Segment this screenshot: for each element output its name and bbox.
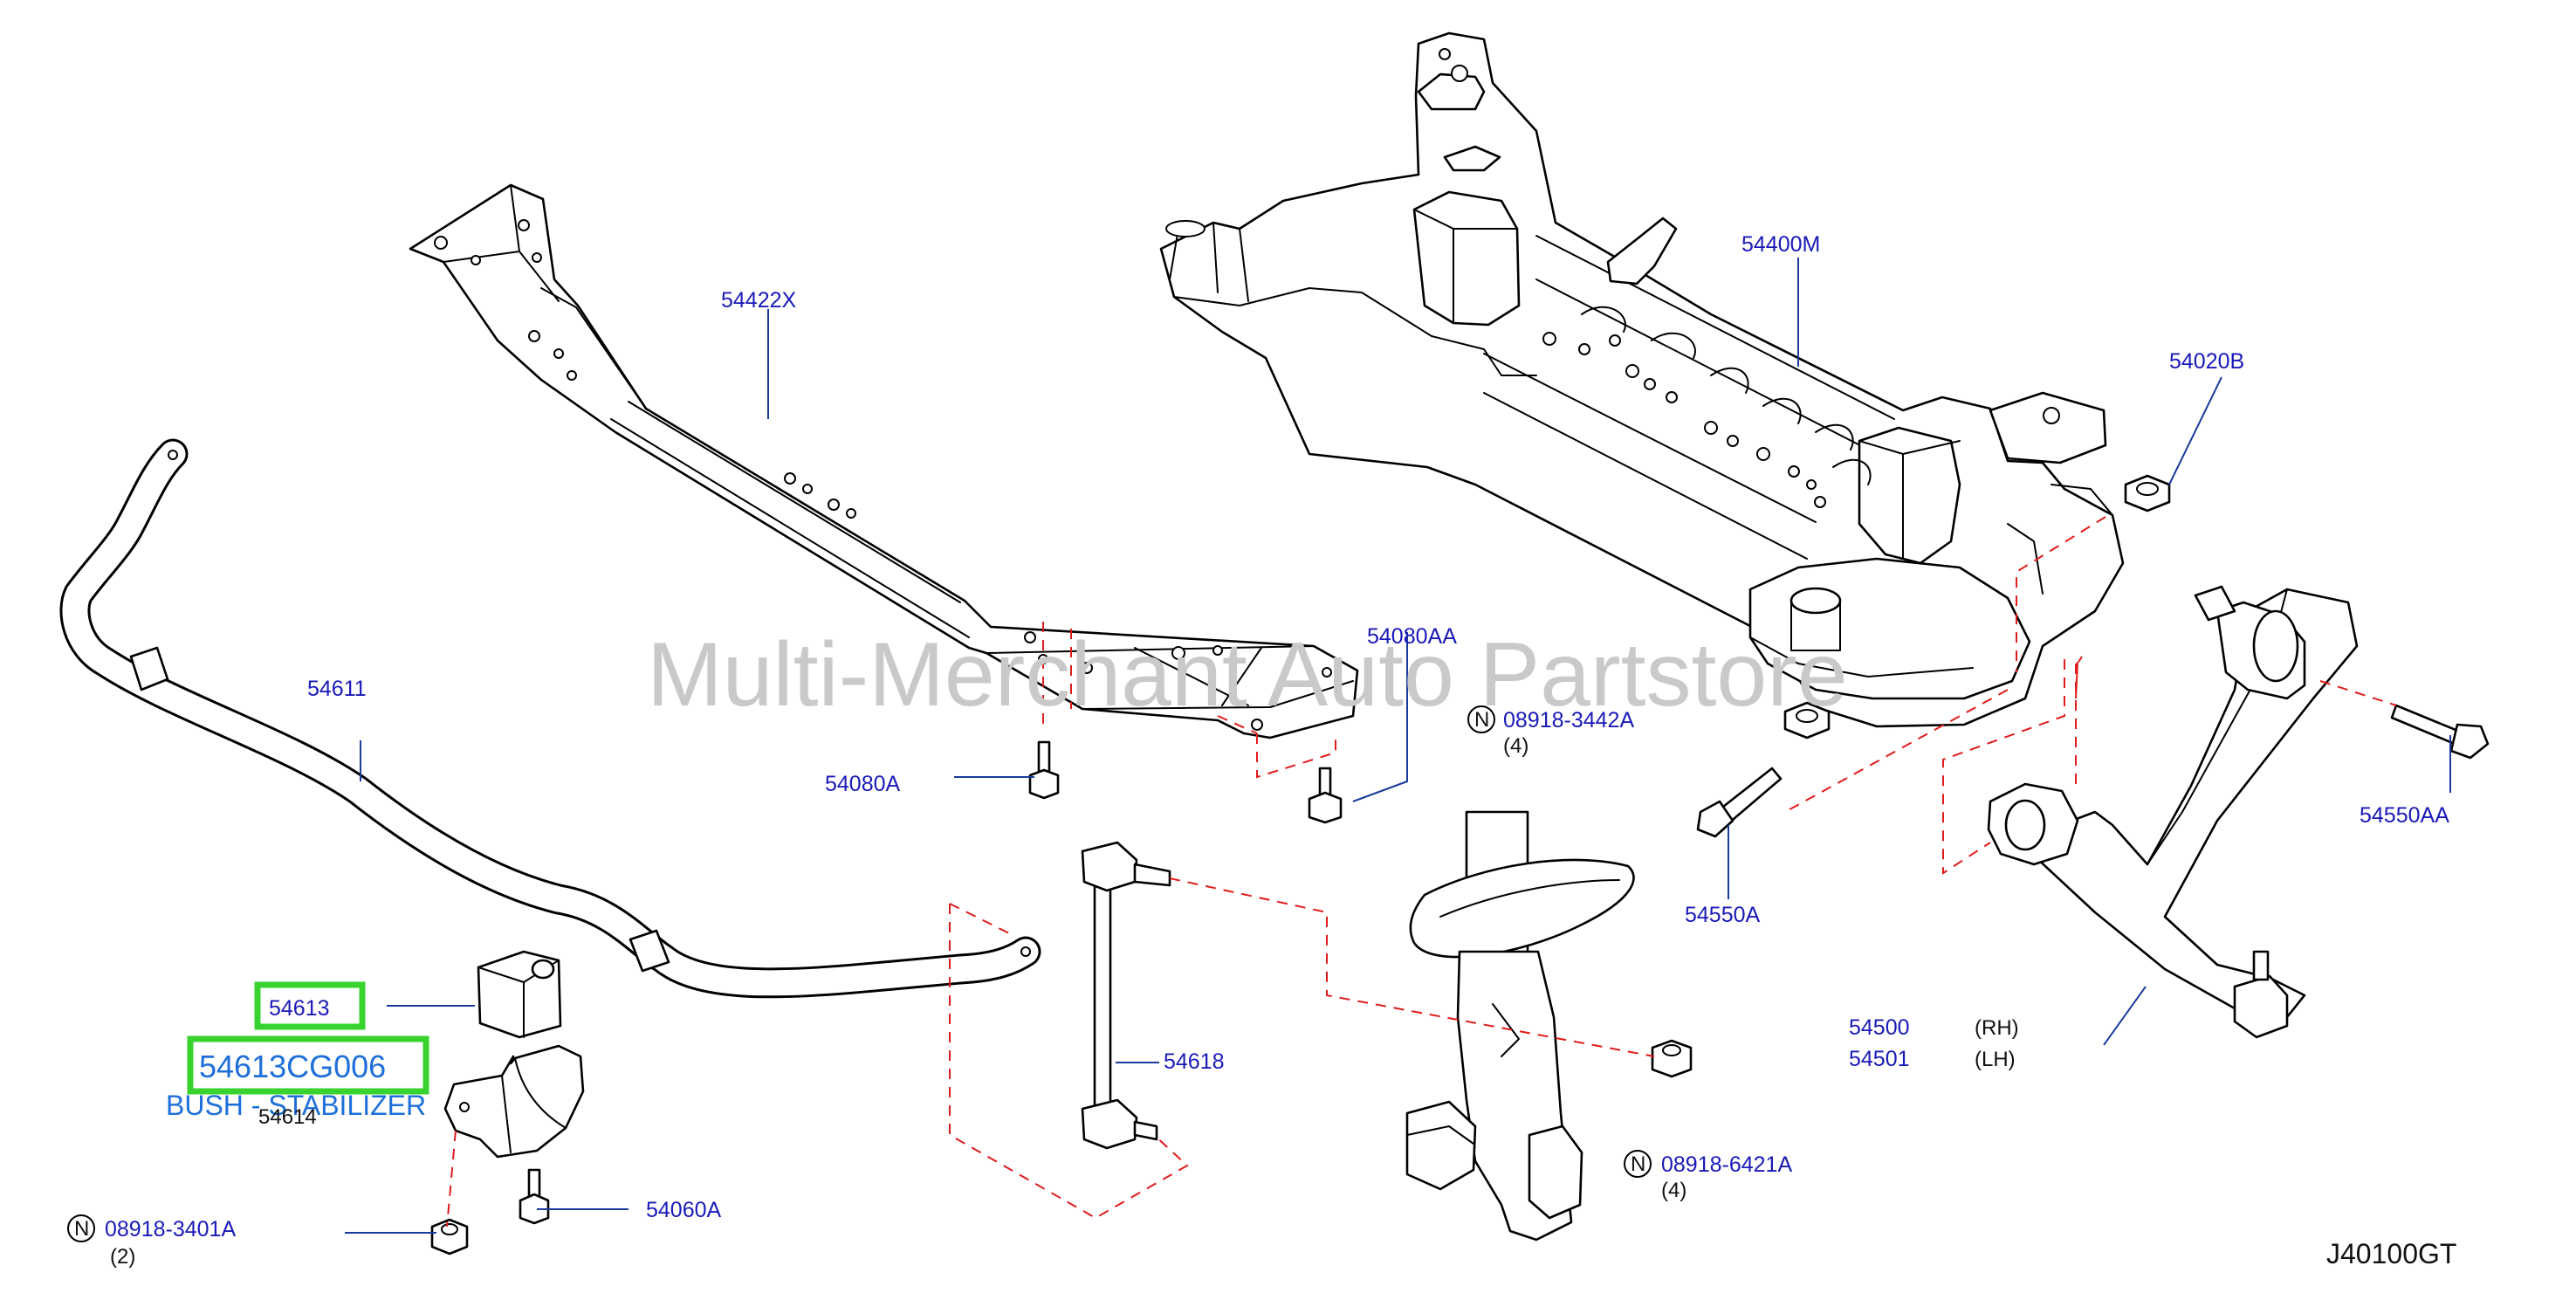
- bolt-54550aa[interactable]: [2390, 704, 2490, 760]
- label-54400m[interactable]: 54400M: [1741, 232, 1820, 257]
- label-08918-3442a[interactable]: N 08918-3442A (4): [1467, 705, 1634, 758]
- bolt-54060a[interactable]: [519, 1168, 550, 1225]
- nut-54020b[interactable]: [2124, 474, 2171, 512]
- suspension-member-54400m[interactable]: [1159, 31, 2125, 728]
- label-54060a[interactable]: 54060A: [646, 1198, 722, 1222]
- label-54613[interactable]: 54613: [269, 996, 330, 1021]
- stabilizer-bar-54611[interactable]: [59, 438, 1041, 999]
- label-54550aa[interactable]: 54550AA: [2360, 803, 2449, 828]
- nut-08918-3442a[interactable]: [1783, 701, 1831, 739]
- lower-arm-54500[interactable]: [1987, 585, 2359, 1039]
- n-symbol-circle: [67, 1214, 95, 1242]
- stabilizer-bush-54613[interactable]: [477, 950, 562, 1039]
- part-description: BUSH - STABILIZER: [166, 1090, 426, 1121]
- bolt-54080a[interactable]: [1028, 740, 1060, 800]
- label-08918-6421a[interactable]: N 08918-6421A (4): [1624, 1150, 1792, 1202]
- nut-08918-6421a[interactable]: [1651, 1039, 1693, 1078]
- label-54020b[interactable]: 54020B: [2169, 349, 2244, 374]
- highlight-box-54613: [254, 981, 366, 1030]
- label-08918-3401a-text: 08918-3401A: [105, 1217, 236, 1242]
- n-symbol-circle: [1467, 705, 1495, 733]
- label-54618[interactable]: 54618: [1164, 1049, 1225, 1074]
- label-08918-3442a-text: 08918-3442A: [1503, 708, 1634, 733]
- label-54611[interactable]: 54611: [307, 677, 367, 701]
- label-08918-3401a[interactable]: N 08918-3401A (2): [67, 1214, 236, 1269]
- label-54613cg006[interactable]: 54613CG006: [199, 1049, 386, 1084]
- label-54550a[interactable]: 54550A: [1685, 903, 1761, 927]
- label-54080aa[interactable]: 54080AA: [1367, 624, 1457, 649]
- label-54500[interactable]: 54500: [1849, 1015, 1910, 1040]
- label-54080a[interactable]: 54080A: [825, 772, 901, 796]
- n-symbol: N: [74, 1217, 89, 1241]
- label-54614[interactable]: 54614: [258, 1105, 317, 1129]
- label-rh: (RH): [1975, 1016, 2019, 1040]
- highlight-box-54613cg006: [187, 1035, 429, 1095]
- qty-08918-3442a: (4): [1503, 734, 1528, 758]
- qty-08918-3401a: (2): [110, 1245, 135, 1269]
- stabilizer-bracket-54614[interactable]: [443, 1044, 585, 1159]
- n-symbol: N: [1474, 708, 1489, 732]
- diagram-code: J40100GT: [2326, 1238, 2456, 1269]
- label-54501[interactable]: 54501: [1849, 1047, 1910, 1071]
- qty-08918-6421a: (4): [1661, 1179, 1686, 1202]
- strut-assembly: [1405, 810, 1635, 1242]
- front-crossmember-54422x[interactable]: [409, 183, 1359, 739]
- n-symbol-circle: [1624, 1150, 1652, 1178]
- n-symbol: N: [1631, 1152, 1645, 1176]
- bolt-54080aa[interactable]: [1308, 767, 1343, 824]
- label-54422x[interactable]: 54422X: [721, 288, 797, 313]
- nut-08918-3401a[interactable]: [430, 1218, 469, 1255]
- label-08918-6421a-text: 08918-6421A: [1661, 1152, 1792, 1177]
- leader-lines: [345, 258, 2451, 1234]
- label-lh: (LH): [1975, 1048, 2016, 1071]
- stabilizer-link-54618[interactable]: [1081, 841, 1171, 1150]
- bolt-54550a[interactable]: [1696, 767, 1783, 838]
- alignment-lines: [446, 516, 2397, 1228]
- watermark: Multi-Merchant Auto Partstore: [647, 624, 1848, 726]
